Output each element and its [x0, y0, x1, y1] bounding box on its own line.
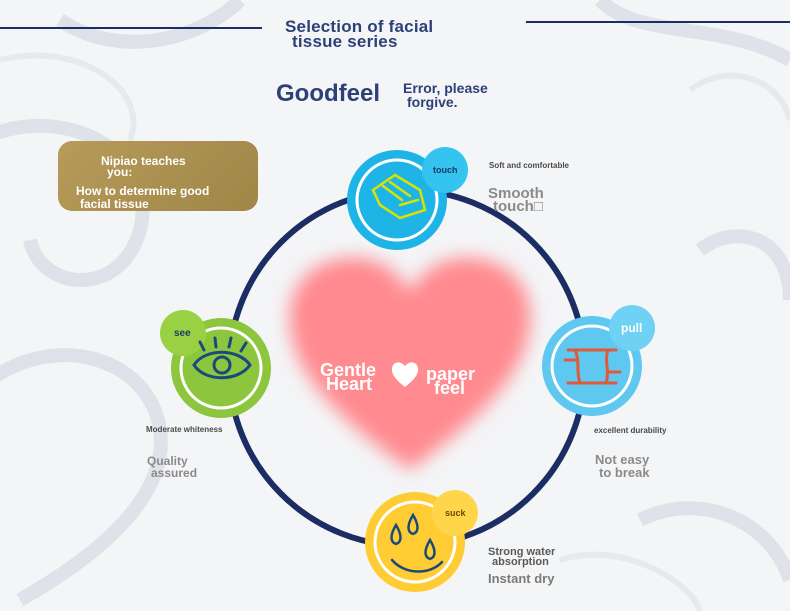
see-badge — [160, 310, 206, 356]
touch-badge — [422, 147, 468, 193]
suck-badge-label: suck — [445, 508, 466, 518]
see-badge-label: see — [174, 328, 191, 339]
touch-caption: Soft and comfortable — [489, 161, 570, 170]
pull-node — [542, 305, 655, 416]
page-title: Selection of facial tissue series — [285, 17, 434, 51]
see-node — [160, 310, 271, 418]
brand-name: Goodfeel — [276, 80, 381, 107]
pull-caption: excellent durability — [594, 426, 667, 435]
heart-icon — [391, 362, 419, 387]
touch-node — [347, 147, 468, 250]
pull-badge — [609, 305, 655, 351]
paper-pull-icon — [563, 348, 622, 385]
center-text-left: Gentle Heart — [320, 360, 377, 394]
see-title: Quality assured — [147, 454, 198, 480]
eye-icon — [192, 336, 252, 380]
touch-title: Smooth touch□ — [488, 185, 544, 215]
see-caption: Moderate whiteness — [146, 425, 223, 434]
suck-badge — [432, 490, 478, 536]
suck-node — [365, 490, 478, 592]
hand-touch-icon — [371, 173, 427, 220]
suck-title: Instant dry — [488, 571, 555, 586]
water-drops-icon — [390, 512, 444, 573]
title-rule-left — [0, 27, 262, 29]
suck-caption: Strong water absorption — [488, 546, 556, 568]
center-text-right: paper feel — [426, 364, 476, 398]
title-rule-right — [526, 21, 790, 23]
pull-title: Not easy to break — [595, 452, 650, 480]
error-message: Error, please forgive. — [403, 80, 488, 110]
pull-badge-label: pull — [621, 321, 643, 335]
touch-badge-label: touch — [433, 165, 458, 175]
